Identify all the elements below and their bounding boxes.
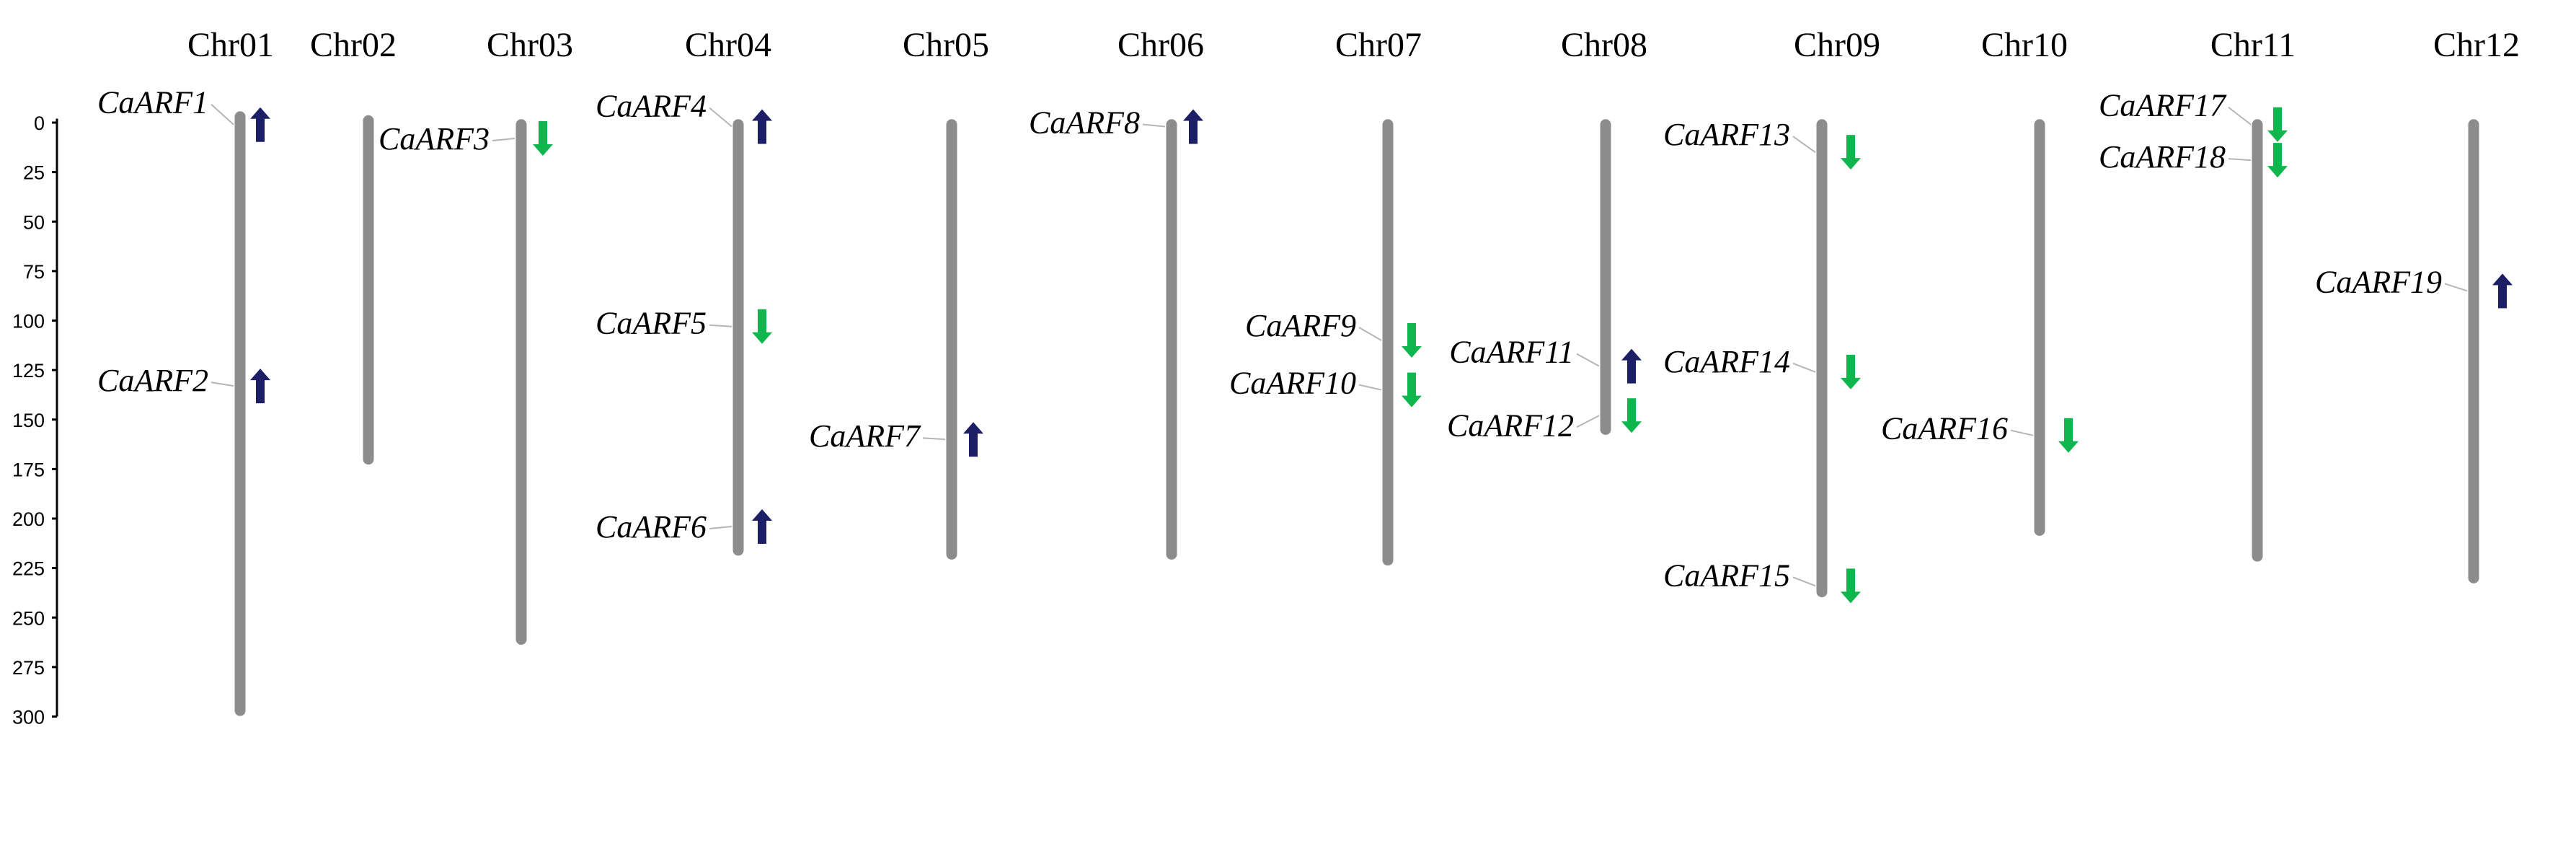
axis-tick-label: 225 [12, 558, 45, 580]
gene-label: CaARF9 [1245, 308, 1356, 343]
gene-leader-line [2010, 429, 2034, 436]
gene-leader-line [2444, 283, 2468, 292]
reverse-strand-arrow-icon [533, 120, 553, 156]
forward-strand-arrow-icon [1183, 109, 1203, 144]
forward-strand-arrow-icon [2492, 273, 2513, 309]
gene-leader-line [1792, 576, 1816, 587]
reverse-strand-arrow-icon [1841, 135, 1861, 170]
gene-label: CaARF3 [379, 121, 490, 157]
chromosome-title: Chr10 [1981, 26, 2068, 64]
axis-tick-label: 125 [12, 360, 45, 382]
forward-strand-arrow-icon [250, 369, 270, 404]
gene-leader-line [211, 104, 234, 125]
chromosome-title: Chr02 [310, 26, 397, 64]
gene-leader-line [1576, 415, 1600, 428]
gene-leader-line [709, 324, 732, 327]
gene-label: CaARF19 [2315, 264, 2442, 299]
gene-label: CaARF14 [1663, 344, 1790, 379]
reverse-strand-arrow-icon [752, 309, 772, 344]
gene-leader-line [1792, 362, 1816, 373]
axis-tick-label: 250 [12, 607, 45, 629]
forward-strand-arrow-icon [250, 107, 270, 142]
gene-leader-line [1576, 353, 1600, 367]
reverse-strand-arrow-icon [1402, 372, 1422, 407]
chromosome-title: Chr03 [487, 26, 573, 64]
axis-tick-label: 50 [23, 211, 45, 233]
gene-leader-line [211, 382, 234, 387]
gene-label: CaARF16 [1881, 411, 2008, 446]
gene-label: CaARF10 [1229, 366, 1356, 401]
axis-tick-label: 0 [34, 113, 45, 134]
chromosome-title: Chr01 [187, 26, 274, 64]
chromosome-group: Chr01 Chr02 Chr03 Chr04 Chr05 Chr06 Chr07 Chr08… [187, 26, 2520, 716]
gene-label: CaARF17 [2099, 88, 2227, 123]
chromosome-title: Chr08 [1561, 26, 1647, 64]
chromosome-title: Chr04 [685, 26, 771, 64]
gene-leader-line [709, 107, 732, 128]
chromosome-title: Chr11 [2210, 26, 2296, 64]
gene-leader-line [2228, 106, 2252, 125]
reverse-strand-arrow-icon [2058, 418, 2079, 453]
gene-leader-line [1792, 136, 1816, 153]
gene-label: CaARF6 [596, 509, 707, 545]
gene-label: CaARF7 [809, 418, 921, 454]
axis-tick-label: 150 [12, 410, 45, 431]
position-scale-axis: 0 25 50 75 100 125 150 175 200 225 250 275 300 [12, 113, 58, 728]
forward-strand-arrow-icon [752, 508, 772, 544]
gene-label: CaARF4 [596, 88, 707, 123]
forward-strand-arrow-icon [752, 109, 772, 144]
axis-tick-label: 275 [12, 657, 45, 679]
gene-marker-group: CaARF1CaARF2CaARF3CaARF4CaARF5CaARF6CaAR… [97, 85, 2513, 604]
gene-leader-line [922, 437, 946, 441]
chromosome-title: Chr07 [1335, 26, 1422, 64]
reverse-strand-arrow-icon [1402, 322, 1422, 358]
gene-label: CaARF12 [1447, 407, 1574, 443]
axis-tick-label: 75 [23, 261, 45, 283]
chromosome-title: Chr12 [2433, 26, 2520, 64]
chromosome-title: Chr06 [1117, 26, 1204, 64]
gene-label: CaARF15 [1663, 558, 1790, 593]
gene-label: CaARF11 [1449, 335, 1574, 370]
reverse-strand-arrow-icon [2267, 107, 2288, 142]
axis-tick-label: 175 [12, 459, 45, 480]
chromosome-title: Chr05 [903, 26, 989, 64]
axis-tick-label: 200 [12, 508, 45, 530]
gene-label: CaARF13 [1663, 117, 1790, 152]
chromosome-title: Chr09 [1794, 26, 1880, 64]
gene-leader-line [1142, 123, 1166, 128]
gene-label: CaARF18 [2099, 139, 2226, 175]
reverse-strand-arrow-icon [1841, 354, 1861, 389]
gene-label: CaARF8 [1029, 105, 1140, 140]
reverse-strand-arrow-icon [2267, 143, 2288, 178]
gene-leader-line [1358, 327, 1382, 341]
gene-leader-line [492, 137, 515, 141]
gene-leader-line [709, 525, 732, 529]
gene-label: CaARF2 [97, 363, 208, 398]
reverse-strand-arrow-icon [1621, 398, 1642, 433]
reverse-strand-arrow-icon [1841, 568, 1861, 604]
gene-leader-line [1358, 384, 1382, 391]
axis-tick-label: 100 [12, 311, 45, 332]
gene-leader-line [2228, 158, 2252, 162]
forward-strand-arrow-icon [1621, 348, 1642, 384]
axis-tick-label: 25 [23, 162, 45, 184]
gene-label: CaARF5 [596, 306, 707, 341]
axis-tick-label: 300 [12, 707, 45, 728]
forward-strand-arrow-icon [963, 422, 983, 457]
gene-label: CaARF1 [97, 85, 208, 120]
